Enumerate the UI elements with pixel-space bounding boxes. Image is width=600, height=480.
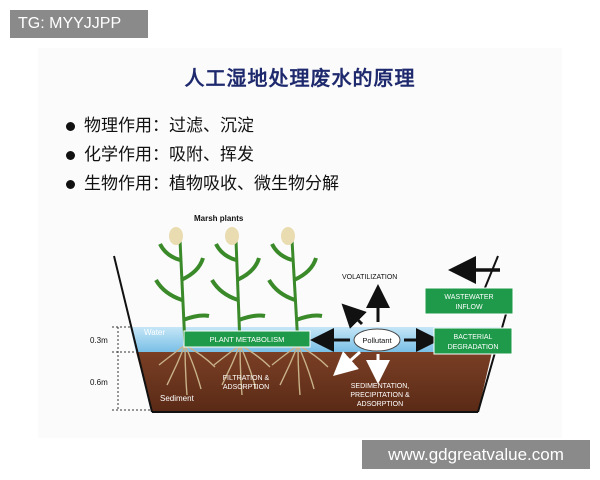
plant-metabolism-label: PLANT METABOLISM — [210, 335, 285, 344]
wastewater-inflow-box — [424, 287, 514, 315]
pollutant-bubble — [353, 328, 401, 352]
basin-right-wall — [477, 299, 511, 413]
top-watermark-badge: TG: MYYJJPP — [10, 10, 148, 38]
depth-sediment-label: 0.6m — [90, 378, 108, 387]
volatilization-label: VOLATILIZATION — [342, 274, 397, 281]
filtration-line-2: ADSORPTION — [223, 384, 269, 391]
water-label: Water — [144, 328, 165, 337]
plant-2-head — [225, 227, 239, 245]
depth-scale — [112, 326, 150, 411]
bottom-watermark-badge: www.gdgreatvalue.com — [362, 440, 590, 469]
volatilization-arrow-diag — [341, 303, 367, 329]
pollutant-label: Pollutant — [362, 336, 392, 345]
filtration-line-1: FILTRATION & — [223, 375, 270, 382]
bullet-list: 物理作用：过滤、沉淀 化学作用：吸附、挥发 生物作用：植物吸收、微生物分解 — [66, 112, 339, 199]
bullet-biological: 生物作用：植物吸收、微生物分解 — [66, 170, 339, 199]
wastewater-inflow-line-1: WASTEWATER — [444, 294, 493, 301]
plant-3-head — [281, 227, 295, 245]
marsh-plant-3 — [267, 239, 323, 346]
bacterial-degradation-line-1: BACTERIAL — [454, 334, 493, 341]
sedimentation-line-1: SEDIMENTATION, — [351, 383, 410, 390]
basin-left-wall — [113, 255, 153, 413]
sedimentation-line-2: PRECIPITATION & — [350, 392, 410, 399]
marsh-plants-label: Marsh plants — [194, 214, 244, 223]
sedimentation-line-3: ADSORPTION — [357, 401, 403, 408]
bacterial-degradation-line-2: DEGRADATION — [448, 344, 499, 351]
sediment-label: Sediment — [160, 394, 195, 403]
wastewater-inflow-line-2: INFLOW — [455, 304, 483, 311]
bullet-chemical: 化学作用：吸附、挥发 — [66, 141, 339, 170]
bacterial-degradation-box — [433, 327, 513, 355]
plant-roots — [158, 344, 329, 396]
sediment-layer — [136, 352, 492, 412]
marsh-plant-1 — [154, 239, 210, 346]
plant-1-head — [169, 227, 183, 245]
bullet-physical: 物理作用：过滤、沉淀 — [66, 112, 339, 141]
marsh-plant-2 — [210, 239, 266, 346]
filtration-arrow-diag — [333, 350, 361, 376]
depth-water-label: 0.3m — [90, 336, 108, 345]
page-title: 人工湿地处理废水的原理 — [184, 66, 416, 90]
